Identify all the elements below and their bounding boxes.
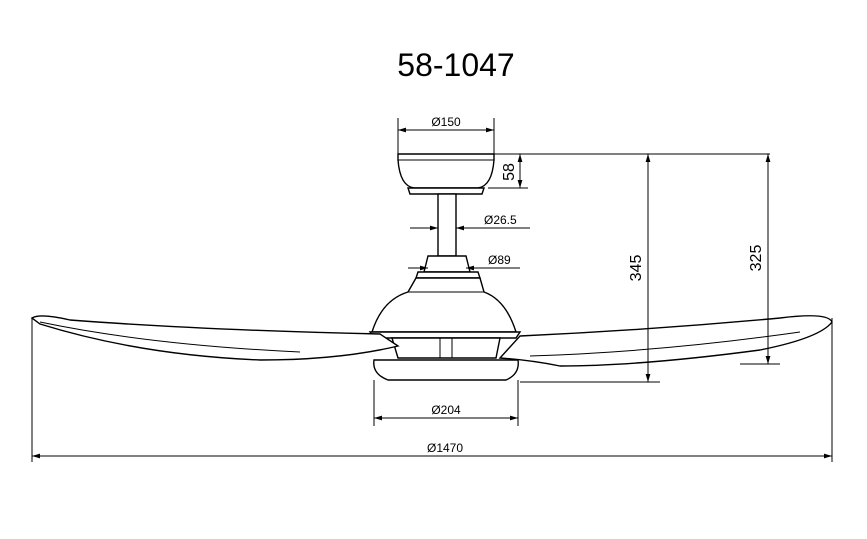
dim-canopy-height: 58	[488, 153, 770, 189]
label-overall-height: 345	[628, 255, 645, 282]
dim-height-to-blade: 325	[740, 154, 780, 365]
label-collar-diameter: Ø89	[488, 253, 511, 267]
dim-span-diameter: Ø1470	[31, 318, 833, 462]
motor-housing	[371, 277, 517, 333]
dim-downrod-diameter: Ø26.5	[410, 213, 530, 231]
downrod	[437, 193, 457, 257]
label-span-diameter: Ø1470	[427, 441, 463, 455]
fan-outline	[368, 153, 522, 381]
collar	[423, 255, 471, 273]
label-downrod-diameter: Ø26.5	[484, 213, 517, 227]
left-blade	[30, 315, 400, 361]
label-height-to-blade: 325	[748, 245, 765, 272]
dim-overall-height: 345	[520, 154, 660, 383]
label-light-diameter: Ø204	[431, 403, 461, 417]
label-canopy-height: 58	[501, 163, 518, 181]
dim-collar-diameter: Ø89	[408, 253, 520, 271]
label-canopy-diameter: Ø150	[431, 115, 461, 129]
dim-canopy-diameter: Ø150	[397, 115, 495, 154]
light-kit	[373, 359, 519, 381]
canopy	[397, 153, 495, 189]
right-blade	[498, 315, 833, 367]
model-number-title: 58-1047	[397, 47, 514, 83]
dim-light-diameter: Ø204	[373, 380, 519, 426]
